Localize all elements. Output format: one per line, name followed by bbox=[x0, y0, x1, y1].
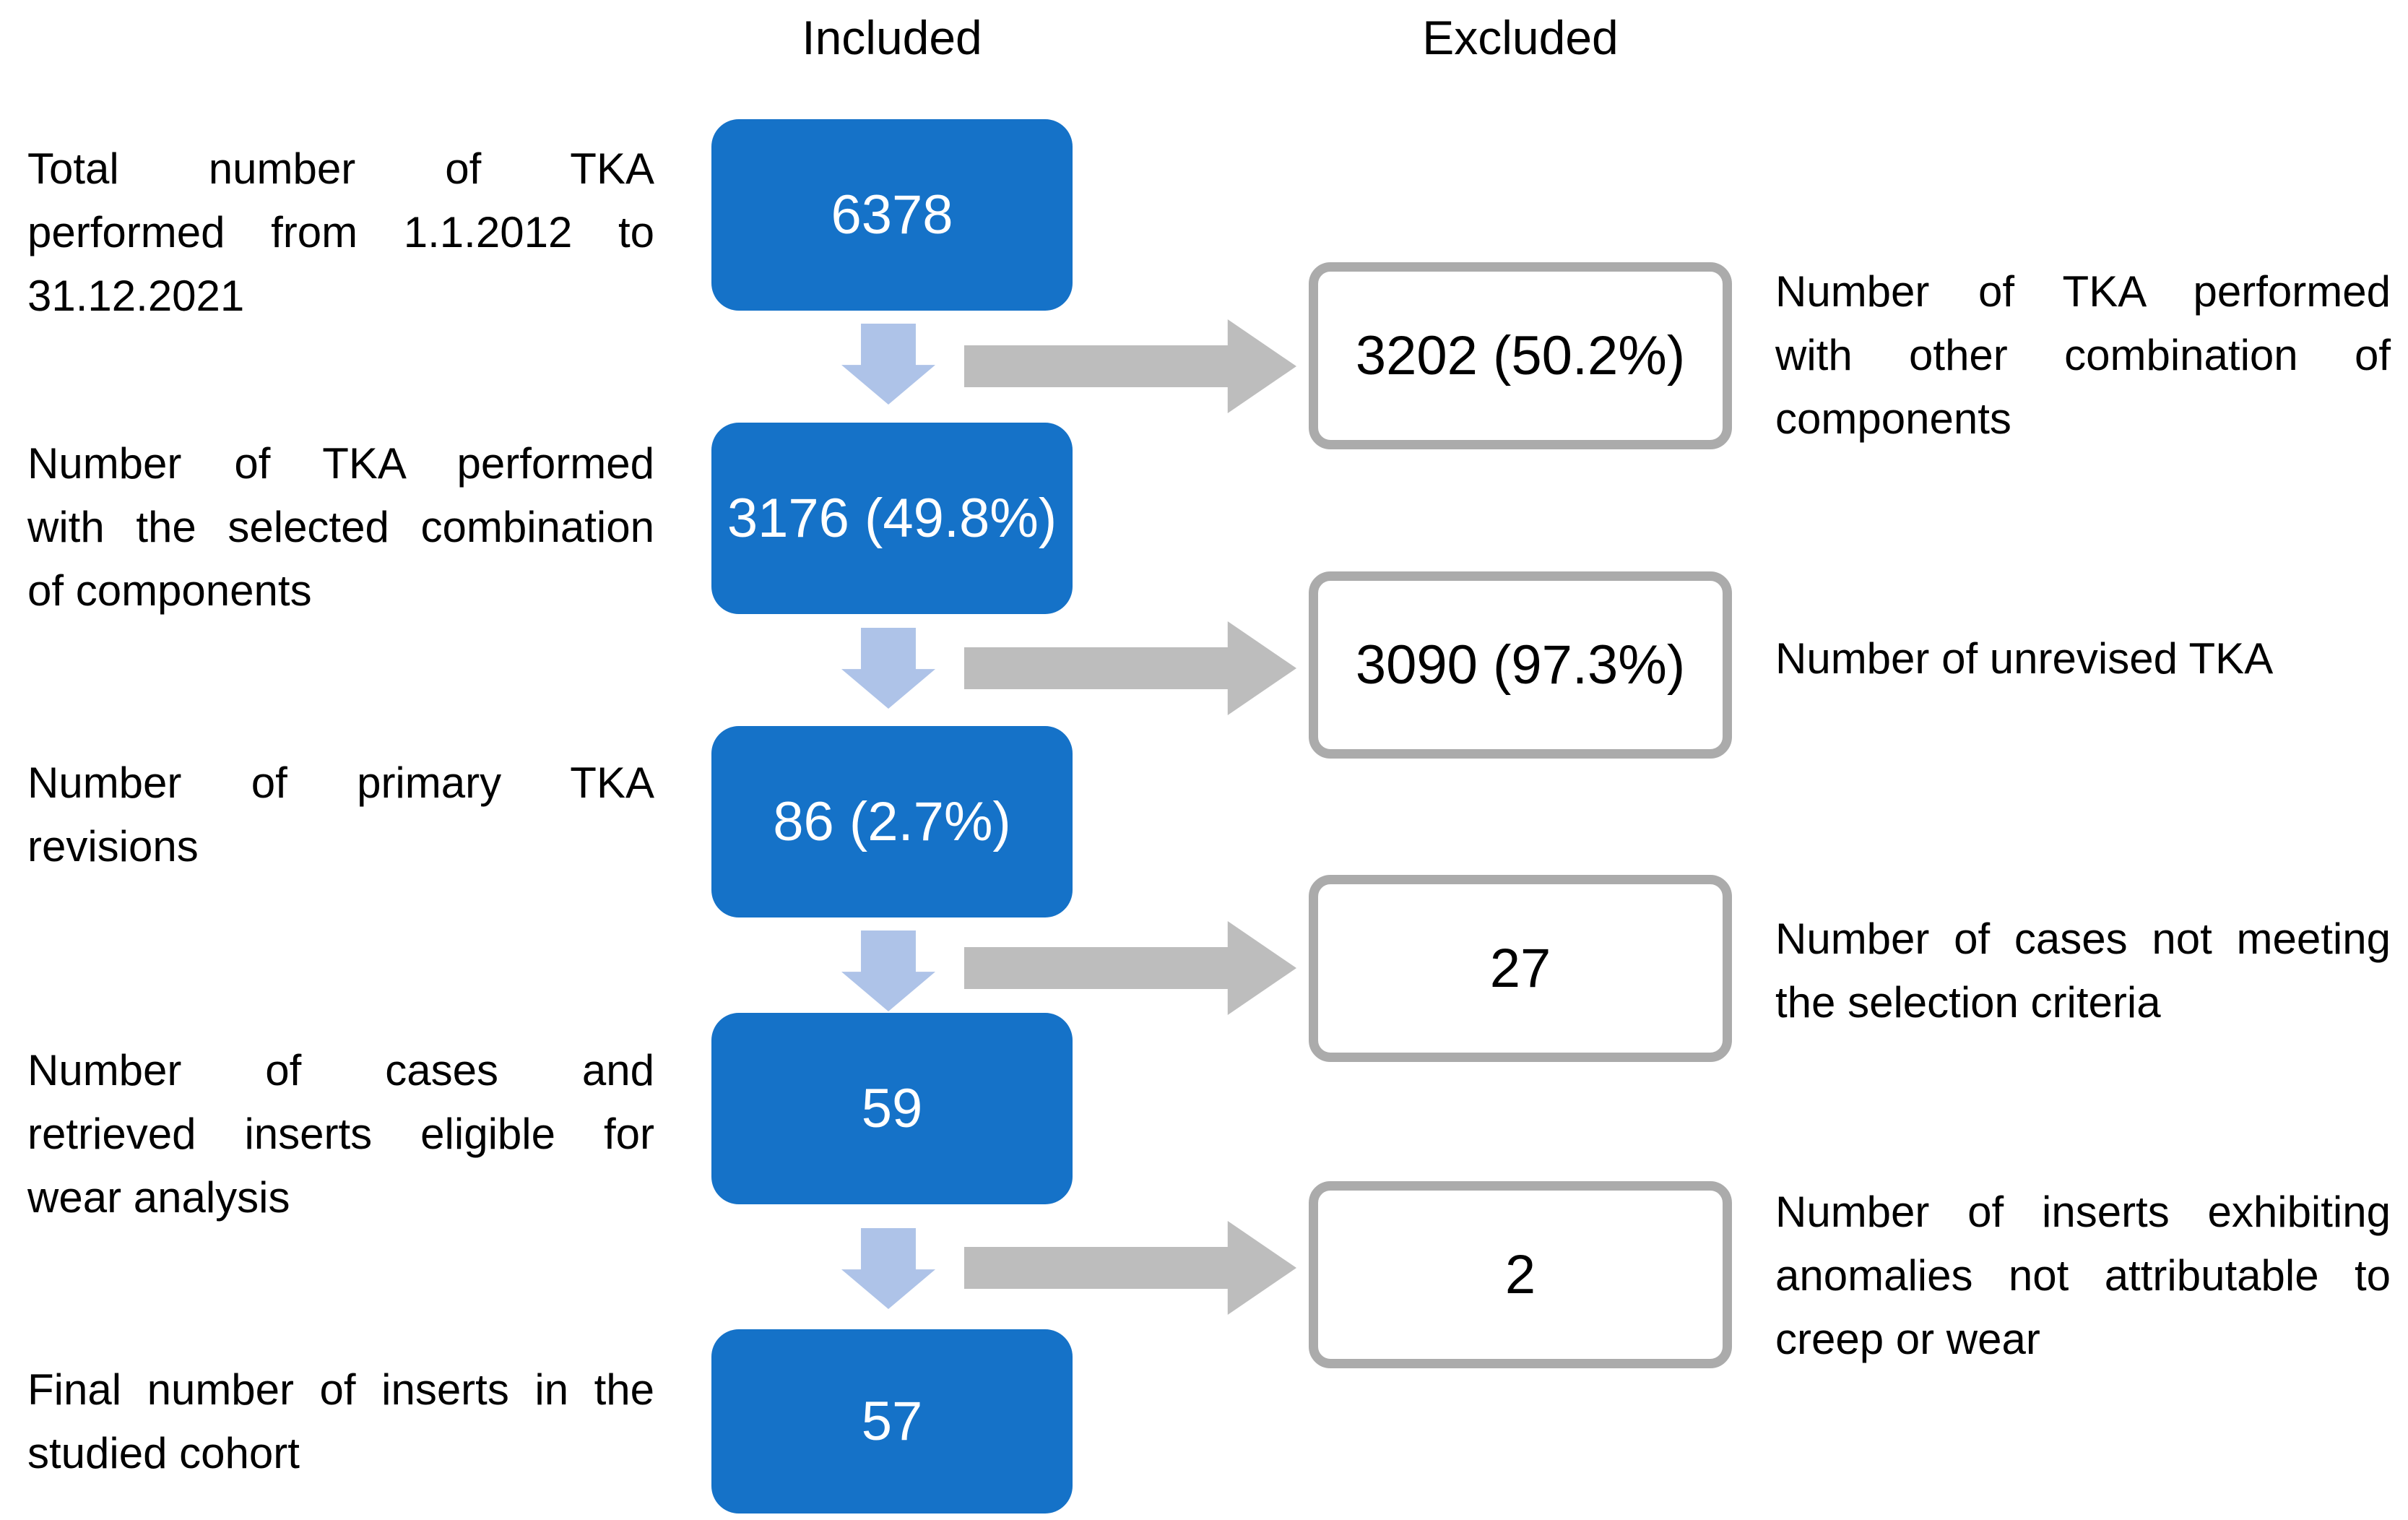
label-line: Number of primary TKA bbox=[27, 759, 654, 807]
included-box-value: 57 bbox=[861, 1391, 923, 1452]
excluded-box-value: 2 bbox=[1504, 1244, 1536, 1305]
included-box-final-cohort: 57 bbox=[711, 1329, 1073, 1513]
right-label-not-meeting-criteria: Number of cases not meeting the selectio… bbox=[1775, 907, 2391, 1035]
right-arrow-icon-4 bbox=[964, 1221, 1296, 1315]
right-label-unrevised: Number of unrevised TKA bbox=[1775, 627, 2391, 691]
label-line: performed from 1.1.2012 to bbox=[27, 208, 654, 256]
excluded-box-not-meeting-criteria: 27 bbox=[1309, 875, 1732, 1062]
included-box-value: 3176 (49.8%) bbox=[727, 488, 1057, 549]
label-line: of components bbox=[27, 566, 312, 615]
included-box-value: 59 bbox=[861, 1078, 923, 1139]
label-line: Number of unrevised TKA bbox=[1775, 634, 2274, 683]
included-box-selected-combination: 3176 (49.8%) bbox=[711, 423, 1073, 614]
right-arrow-icon-3 bbox=[964, 921, 1296, 1015]
label-line: Number of cases and bbox=[27, 1046, 654, 1094]
included-box-primary-revisions: 86 (2.7%) bbox=[711, 726, 1073, 917]
label-line: components bbox=[1775, 394, 2011, 443]
excluded-box-value: 3090 (97.3%) bbox=[1355, 634, 1686, 696]
label-line: studied cohort bbox=[27, 1429, 300, 1477]
left-label-eligible-cases: Number of cases and retrieved inserts el… bbox=[27, 1039, 654, 1230]
excluded-box-unrevised: 3090 (97.3%) bbox=[1309, 571, 1732, 759]
excluded-box-other-combination: 3202 (50.2%) bbox=[1309, 262, 1732, 449]
excluded-box-anomalies: 2 bbox=[1309, 1181, 1732, 1368]
label-line: 31.12.2021 bbox=[27, 272, 245, 320]
label-line: Number of TKA performed bbox=[27, 439, 654, 488]
column-header-excluded: Excluded bbox=[1422, 11, 1619, 64]
label-line: with the selected combination bbox=[27, 503, 654, 551]
down-arrow-icon-2 bbox=[841, 628, 935, 709]
right-arrow-icon-1 bbox=[964, 319, 1296, 413]
label-line: Number of inserts exhibiting bbox=[1775, 1188, 2391, 1236]
down-arrow-icon-3 bbox=[841, 930, 935, 1011]
label-line: retrieved inserts eligible for bbox=[27, 1110, 654, 1158]
label-line: Total number of TKA bbox=[27, 144, 654, 193]
included-box-total-tka: 6378 bbox=[711, 119, 1073, 311]
label-line: revisions bbox=[27, 822, 199, 871]
left-label-final-cohort: Final number of inserts in the studied c… bbox=[27, 1358, 654, 1485]
label-line: anomalies not attributable to bbox=[1775, 1251, 2391, 1300]
label-line: wear analysis bbox=[27, 1173, 290, 1222]
left-label-total-tka: Total number of TKA performed from 1.1.2… bbox=[27, 137, 654, 328]
left-label-primary-revisions: Number of primary TKA revisions bbox=[27, 751, 654, 878]
label-line: creep or wear bbox=[1775, 1315, 2040, 1363]
included-box-eligible-cases: 59 bbox=[711, 1013, 1073, 1204]
right-label-anomalies: Number of inserts exhibiting anomalies n… bbox=[1775, 1180, 2391, 1371]
column-header-included: Included bbox=[802, 11, 982, 64]
excluded-box-value: 27 bbox=[1489, 938, 1551, 999]
down-arrow-icon-4 bbox=[841, 1228, 935, 1309]
label-line: Number of cases not meeting bbox=[1775, 915, 2391, 963]
label-line: the selection criteria bbox=[1775, 978, 2161, 1027]
right-label-other-combination: Number of TKA performed with other combi… bbox=[1775, 260, 2391, 451]
label-line: Final number of inserts in the bbox=[27, 1365, 654, 1414]
excluded-box-value: 3202 (50.2%) bbox=[1355, 325, 1686, 387]
down-arrow-icon-1 bbox=[841, 324, 935, 405]
right-arrow-icon-2 bbox=[964, 621, 1296, 715]
label-line: with other combination of bbox=[1775, 331, 2391, 379]
included-box-value: 86 (2.7%) bbox=[773, 791, 1011, 852]
label-line: Number of TKA performed bbox=[1775, 267, 2391, 316]
included-box-value: 6378 bbox=[831, 184, 953, 246]
left-label-selected-combination: Number of TKA performed with the selecte… bbox=[27, 432, 654, 623]
